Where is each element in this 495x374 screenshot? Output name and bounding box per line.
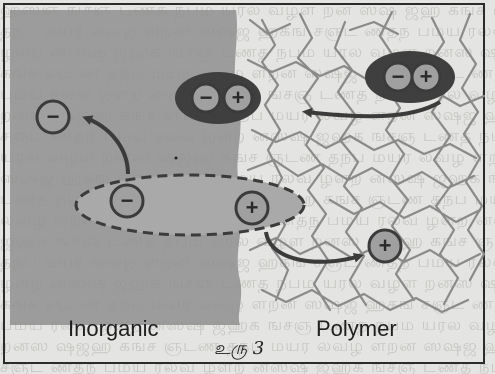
plus-sign: + — [379, 233, 392, 258]
arrow-polymer-to-inorganic — [306, 102, 440, 116]
polymer-label: Polymer — [316, 316, 397, 342]
speck-dot — [175, 157, 178, 160]
minus-sign: − — [47, 104, 60, 129]
minus-sign: − — [392, 64, 405, 89]
polymer-chain-network — [248, 12, 484, 312]
plus-sign: + — [420, 64, 433, 89]
inorganic-label: Inorganic — [68, 316, 159, 342]
minus-sign: − — [200, 85, 213, 110]
plus-sign: + — [246, 195, 259, 220]
figure-caption: உரு 3 — [214, 338, 264, 361]
minus-sign: − — [121, 188, 134, 213]
plus-sign: + — [232, 85, 245, 110]
